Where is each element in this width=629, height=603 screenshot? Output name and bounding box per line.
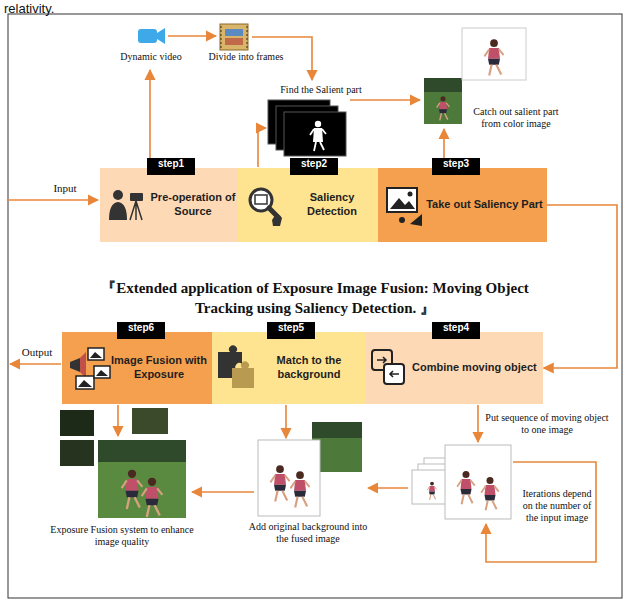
caption: Iterations depend on the number of the i… (519, 488, 595, 524)
leader-line (368, 487, 408, 489)
caption: Dynamic video (106, 51, 196, 63)
combine-icon (366, 332, 414, 404)
frame (8, 14, 622, 598)
flow-arrow (544, 205, 617, 368)
step-label: Combine moving object (412, 361, 537, 375)
io-label: Input (40, 182, 90, 195)
fusion-icon (66, 332, 114, 404)
output-arrow (10, 363, 61, 365)
leader-line (117, 405, 119, 436)
leader-lines (8, 36, 596, 562)
step-box: step1Pre-operation of Source (100, 168, 242, 242)
leader-line (149, 70, 151, 167)
film-icon (220, 24, 248, 50)
video-icon (138, 28, 165, 44)
magnifier-icon (242, 168, 290, 242)
step-tag: step2 (290, 158, 338, 175)
step-tag: step5 (267, 322, 315, 339)
caption: Put sequence of moving object to one ima… (484, 412, 610, 436)
caption: Divide into frames (196, 51, 296, 63)
step-box: step2Saliency Detection (238, 168, 382, 242)
leader-line (477, 405, 479, 442)
step-label: Take out Saliency Part (426, 198, 543, 212)
step-box: step5Match to the background (208, 332, 366, 404)
puzzle-icon (212, 332, 260, 404)
leader-line (350, 99, 420, 101)
step-box: step4Combine moving object (362, 332, 543, 404)
io-label: Output (14, 346, 60, 359)
step-tag: step4 (432, 322, 480, 339)
caption: Add original background into the fused i… (244, 521, 372, 545)
cutout-image (462, 28, 526, 80)
camera-person-icon (104, 168, 152, 242)
step-label: Match to the background (256, 354, 362, 382)
diagram-title: 『Extended application of Exposure Image … (90, 278, 540, 319)
saliency-frames (268, 100, 346, 156)
step-box: step6Image Fusion with Exposure (62, 332, 212, 404)
step-label: Pre-operation of Source (148, 191, 238, 219)
leader-line (258, 128, 266, 167)
input-arrow (8, 199, 98, 201)
caption: Find the Salient part (266, 84, 376, 96)
step-label: Saliency Detection (286, 191, 378, 219)
color-image (424, 78, 462, 124)
leader-line (192, 491, 254, 493)
leader-line (168, 35, 216, 37)
fusion-images (60, 408, 186, 518)
caption: Exposure Fusion system to enhance image … (50, 524, 194, 548)
background-images (258, 422, 362, 516)
step-box: step3Take out Saliency Part (378, 168, 547, 242)
step-tag: step1 (147, 158, 195, 175)
sequence-images (412, 445, 511, 519)
caption: relativity. (4, 1, 124, 17)
step-tag: step6 (117, 322, 165, 339)
step-label: Image Fusion with Exposure (110, 354, 208, 382)
leader-line (285, 405, 287, 438)
step-tag: step3 (432, 158, 480, 175)
caption: Catch out salient part from color image (464, 106, 568, 130)
picture-icon (382, 168, 430, 242)
